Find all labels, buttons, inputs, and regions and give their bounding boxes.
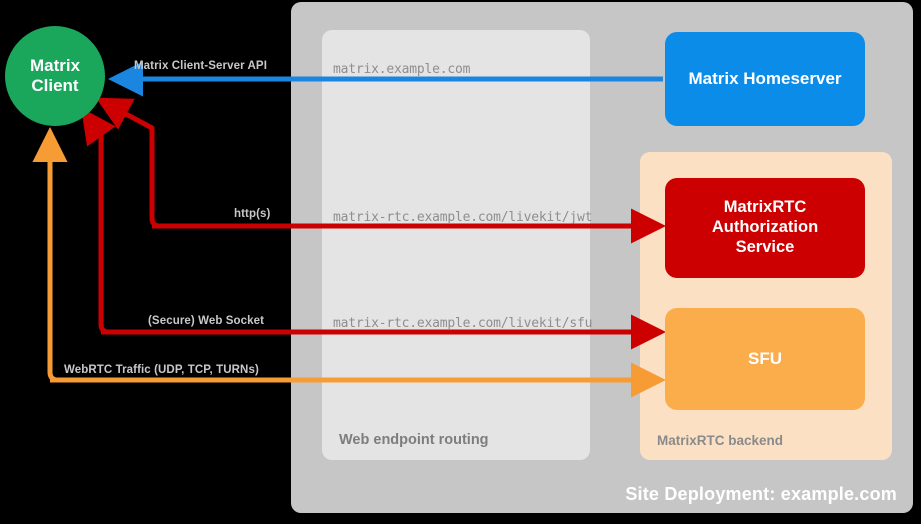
edge-jwt-http [95,97,666,244]
edge-label-webrtc-traffic: WebRTC Traffic (UDP, TCP, TURNs) [64,364,259,376]
node-matrix-client[interactable]: Matrix Client [5,26,105,126]
domain-label-livekit-jwt: matrix-rtc.example.com/livekit/jwt [333,210,593,225]
node-matrix-homeserver-label: Matrix Homeserver [688,68,842,88]
node-matrix-homeserver[interactable]: Matrix Homeserver [665,32,865,126]
edge-label-sfu-websocket: (Secure) Web Socket [148,315,265,327]
web-endpoint-routing-label: Web endpoint routing [339,432,489,448]
edge-webrtc-traffic [32,127,666,398]
node-sfu[interactable]: SFU [665,308,865,410]
container-web-endpoint-routing: Web endpoint routing [322,30,590,460]
domain-label-matrix: matrix.example.com [333,62,471,77]
node-matrixrtc-authorization-service-label: MatrixRTC Authorization Service [711,198,819,256]
domain-label-livekit-sfu: matrix-rtc.example.com/livekit/sfu [333,316,593,331]
node-matrixrtc-authorization-service[interactable]: MatrixRTC Authorization Service [665,178,865,278]
edge-label-jwt-http: http(s) [234,208,271,220]
node-sfu-label: SFU [748,348,782,368]
edge-sfu-websocket [81,107,666,350]
matrixrtc-backend-label: MatrixRTC backend [657,433,784,448]
node-matrix-client-label: Matrix Client [29,56,81,95]
edge-label-client-server-api: Matrix Client-Server API [134,60,267,72]
site-deployment-label: Site Deployment: example.com [625,484,897,504]
